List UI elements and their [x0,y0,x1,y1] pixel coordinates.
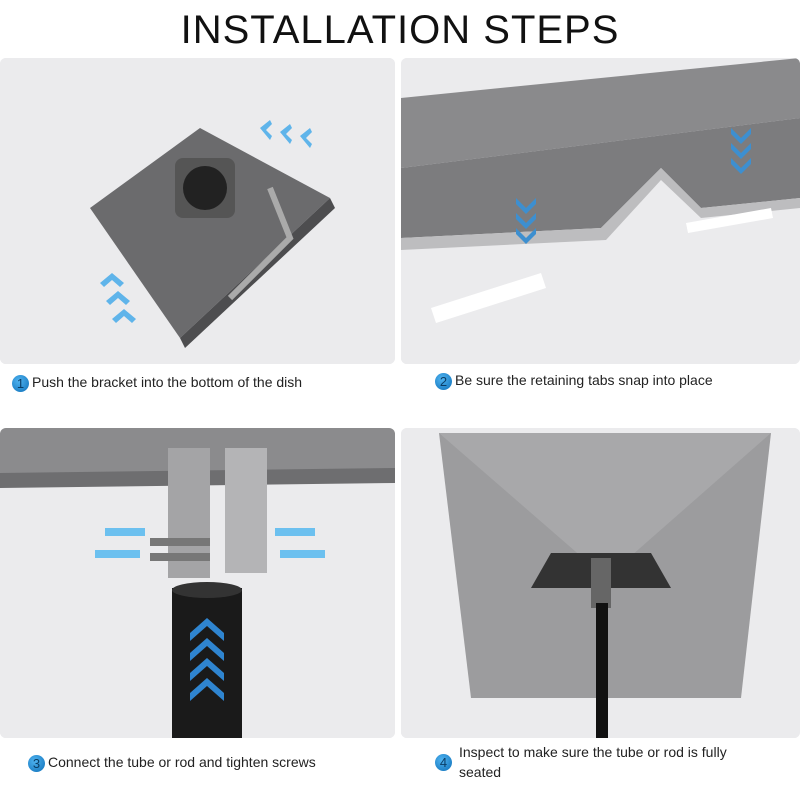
arrow-icon [190,618,224,701]
step-4-caption: 4 Inspect to make sure the tube or rod is… [435,742,735,782]
arrow-icon [100,120,312,323]
step-number-badge: 4 [435,753,452,771]
step-2-image [401,58,800,364]
page-title: INSTALLATION STEPS [180,8,620,52]
step-text: Inspect to make sure the tube or rod is … [459,744,727,780]
step-text: Be sure the retaining tabs snap into pla… [455,372,713,388]
step-text: Push the bracket into the bottom of the … [32,374,303,390]
step-number-badge: 1 [12,374,29,392]
step-number-badge: 2 [435,372,452,390]
step-number-badge: 3 [28,754,45,772]
step-4-image [401,428,800,738]
arrow-icon [516,128,751,244]
step-text: Connect the tube or rod and tighten scre… [48,754,316,770]
step-1-image [0,58,395,364]
step-3-image [0,428,395,738]
